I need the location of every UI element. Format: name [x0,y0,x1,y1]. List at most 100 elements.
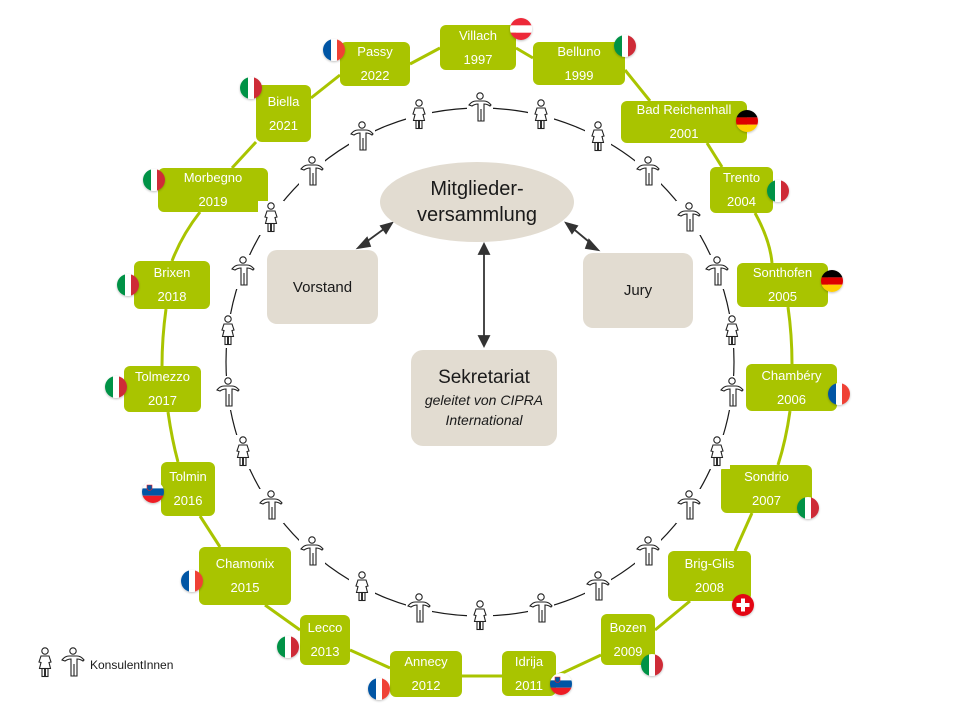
flag-it-icon [240,77,262,99]
man-icon [635,535,662,570]
jury-label: Jury [623,282,653,299]
outer-ring-lines [160,46,794,678]
city-year: 2013 [310,644,340,659]
ring-segment [230,140,258,170]
man-icon [348,120,375,155]
secretariat-subtitle-1: geleitet von CIPRA [424,392,544,408]
woman-icon [704,435,731,470]
ring-segment [786,306,794,365]
city-name: Tolmezzo [135,369,190,384]
city-year: 2001 [669,126,699,141]
man-icon [406,591,433,626]
city-name: Villach [458,27,498,43]
flag-it-icon [797,497,819,519]
city-year: 1997 [463,51,493,67]
city-name: Trento [722,170,761,185]
city-year: 2008 [695,580,724,595]
flag-at-icon [510,18,532,40]
legend: KonsulentInnen [32,646,173,683]
assembly-node: Mitglieder- versammlung [380,162,574,242]
city-name: Passy [357,44,393,59]
flag-it-icon [641,654,663,676]
flag-fr-icon [828,383,850,405]
woman-icon [229,435,256,470]
man-icon [676,200,703,235]
city-name: Sonthofen [752,265,813,280]
city-box: Bad Reichenhall 2001 [621,101,747,143]
city-box: Brig-Glis 2008 [668,551,751,601]
flag-it-icon [143,169,165,191]
flag-it-icon [117,274,139,296]
city-name: Tolmin [169,469,207,484]
city-name: Bad Reichenhall [636,102,732,117]
ring-segment [654,599,691,632]
ring-segment [310,73,341,100]
city-year: 2016 [173,493,203,508]
city-year: 2022 [360,68,390,83]
secretariat-title: Sekretariat [438,367,530,388]
city-box: Brixen 2018 [134,261,210,309]
woman-icon [32,646,58,683]
arrowhead [477,241,491,255]
man-icon [257,489,284,524]
city-name: Annecy [404,654,448,669]
flag-si-icon [142,481,164,503]
ring-segment [166,411,180,463]
legend-icons [32,646,86,683]
flag-fr-icon [368,678,390,700]
city-year: 2019 [198,194,228,209]
ring-segment [198,515,222,548]
legend-label: KonsulentInnen [90,657,174,672]
woman-icon [719,314,746,349]
city-box: Annecy 2012 [390,651,462,697]
ring-segment [733,512,754,552]
flag-fr-icon [181,570,203,592]
man-icon [229,254,256,289]
city-year: 2006 [777,391,806,407]
jury-node: Jury [583,253,693,328]
city-year: 2021 [269,117,298,133]
ring-segment [776,410,792,466]
assembly-line2: versammlung [416,204,538,226]
woman-icon [585,120,612,155]
city-year: 2012 [411,678,441,693]
city-name: Chamonix [215,556,275,571]
man-icon [298,535,325,570]
city-year: 2017 [148,393,177,408]
city-year: 2011 [515,677,543,693]
man-icon [214,375,241,410]
city-year: 2015 [230,580,260,595]
ring-segment [705,142,724,168]
city-box: Idrija 2011 [502,651,556,696]
ring-segment [409,46,441,66]
flag-ch-icon [732,594,754,616]
ring-segment [623,69,652,102]
city-box: Tolmin 2016 [161,462,215,516]
city-box: Chamonix 2015 [199,547,291,605]
arrowhead [584,238,601,252]
city-name: Brig-Glis [684,556,735,571]
city-name: Lecco [307,620,343,635]
flag-it-icon [767,180,789,202]
city-year: 2009 [613,643,643,659]
city-year: 2018 [157,289,187,304]
flag-si-icon [550,673,572,695]
city-box: Passy 2022 [340,42,410,86]
arrowhead [564,221,579,235]
city-box: Lecco 2013 [300,615,350,665]
city-box: Villach 1997 [440,25,516,70]
city-name: Idrija [514,653,544,669]
man-icon [527,591,554,626]
city-name: Brixen [153,265,191,280]
arrowhead [477,335,491,349]
flag-it-icon [277,636,299,658]
flag-it-icon [614,35,636,57]
flag-fr-icon [323,39,345,61]
man-icon [719,375,746,410]
